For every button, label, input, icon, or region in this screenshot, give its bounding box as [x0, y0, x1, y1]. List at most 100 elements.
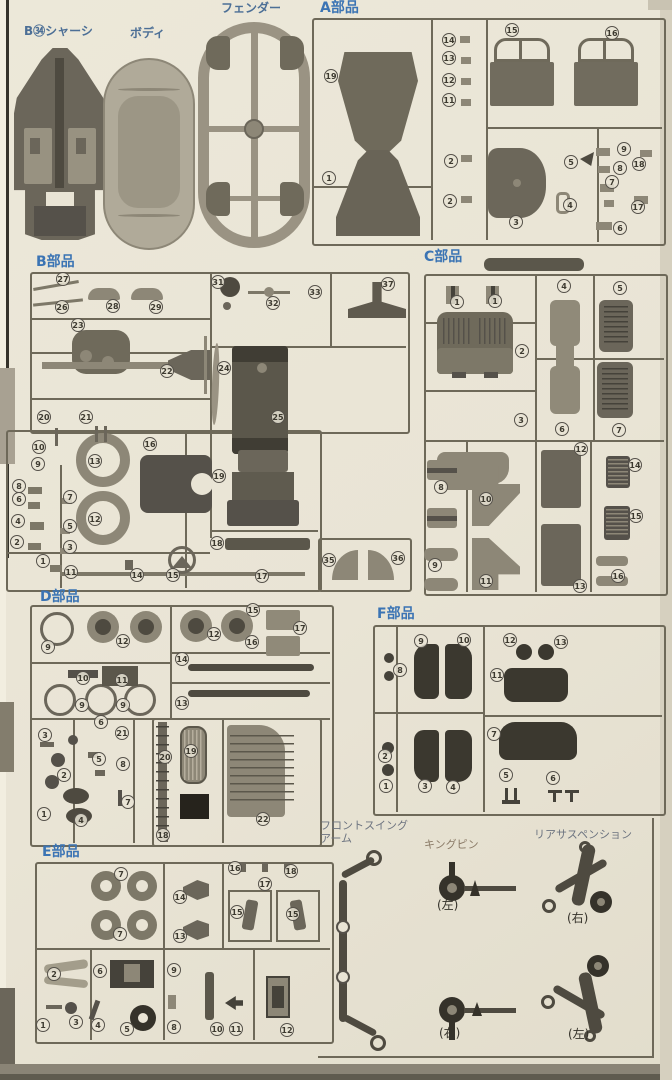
panel-b-part-shape — [28, 543, 41, 550]
panel-c-part-number-badge: 6 — [555, 422, 569, 436]
panel-d-part-number-badge: 9 — [41, 640, 55, 654]
panel-a-part-shape — [460, 36, 470, 43]
panel-b-part-number-badge: 6 — [12, 492, 26, 506]
panel-c-sprue-line — [590, 440, 592, 592]
panel-f-part-number-badge: 11 — [490, 668, 504, 682]
panel-d-part-ring — [124, 684, 156, 716]
panel-f-part-number-badge: 6 — [546, 771, 560, 785]
panel-a-part-shape — [598, 166, 610, 173]
panel-d-part-shape — [63, 788, 89, 804]
top-art-part-shape — [46, 192, 74, 208]
panel-c-part-number-badge: 5 — [613, 281, 627, 295]
panel-d-part-number-badge: 18 — [156, 828, 170, 842]
panel-f-part-shape — [499, 722, 577, 760]
panel-b-part-number-badge: 23 — [71, 318, 85, 332]
panel-b-part-number-badge: 19 — [212, 469, 226, 483]
panel-e-part-number-badge: 2 — [47, 967, 61, 981]
panel-b-part-number-badge: 1 — [36, 554, 50, 568]
panel-e-part-number-badge: 17 — [258, 877, 272, 891]
panel-f-part-shape — [504, 668, 568, 702]
panel-d-part-number-badge: 15 — [246, 603, 260, 617]
bottom-art-part-shape — [551, 984, 607, 1020]
panel-c-part-shape — [437, 348, 513, 374]
panel-e-sprue-line — [90, 948, 92, 1040]
panel-c-part-shape — [541, 450, 581, 508]
panel-b-part-shape — [131, 288, 163, 300]
panel-e-part-number-badge: 11 — [229, 1022, 243, 1036]
bottom-art-part-shape — [339, 880, 347, 1022]
panel-d-sprue-line — [172, 682, 330, 684]
panel-f-part-shape — [414, 644, 439, 699]
panel-a-part-shape — [461, 155, 472, 162]
panel-a-part-shape — [596, 222, 612, 230]
panel-b-part-circle — [191, 473, 213, 495]
panel-b-part-shape — [28, 487, 42, 494]
label-e-parts: E部品 — [42, 844, 80, 860]
panel-c-part-shape — [608, 459, 628, 485]
bottom-art-part-ring — [370, 1035, 386, 1051]
panel-d-part-shape — [95, 770, 105, 776]
panel-d-sprue-line — [222, 718, 224, 843]
top-art-part-shape — [30, 138, 40, 154]
panel-f-part-shape — [445, 644, 472, 699]
panel-b-frame — [6, 430, 322, 592]
panel-b-sprue-line — [210, 272, 212, 430]
panel-b-part-shape — [55, 428, 58, 446]
panel-b-part-number-badge: 36 — [391, 551, 405, 565]
panel-a-frame — [312, 18, 666, 246]
panel-e-part-number-badge: 7 — [114, 867, 128, 881]
panel-a-part-number-badge: 12 — [442, 73, 456, 87]
label-kingpin-right: (右) — [439, 1026, 461, 1040]
panel-e-part-polygon — [183, 920, 209, 940]
panel-f-part-shape — [502, 800, 520, 804]
panel-c-sprue-line — [535, 274, 537, 592]
panel-b-part-number-badge: 13 — [88, 454, 102, 468]
panel-a-part-number-badge: 14 — [442, 33, 456, 47]
panel-d-part-shape — [188, 690, 310, 697]
bottom-art-part-circle — [336, 920, 350, 934]
panel-a-part-number-badge: 1 — [322, 171, 336, 185]
top-art-part-shape — [55, 58, 64, 188]
panel-b-part-number-badge: 35 — [322, 553, 336, 567]
label-king-pin: キングピン — [424, 838, 479, 851]
panel-e-part-number-badge: 7 — [113, 927, 127, 941]
top-art-part-shape — [118, 96, 180, 208]
panel-d-part-number-badge: 14 — [175, 652, 189, 666]
top-art-part-shape — [34, 206, 86, 236]
top-art-part-shape — [206, 182, 230, 216]
panel-c-part-number-badge: 14 — [628, 458, 642, 472]
panel-b-part-shape — [95, 426, 98, 442]
panel-f-part-circle — [382, 764, 394, 776]
panel-d-part-circle — [188, 618, 204, 634]
panel-b-part-number-badge: 17 — [255, 569, 269, 583]
bottom-art-part-ring — [366, 850, 382, 866]
panel-c-part-shape — [596, 556, 628, 566]
panel-b-part-number-badge: 33 — [308, 285, 322, 299]
panel-b-sprue-line — [6, 552, 210, 554]
panel-d-part-number-badge: 1 — [37, 807, 51, 821]
bottom-art-sprue-line — [318, 1056, 654, 1058]
panel-e-part-number-badge: 5 — [120, 1022, 134, 1036]
panel-d-part-number-badge: 6 — [94, 715, 108, 729]
panel-a-part-number-badge: 4 — [563, 198, 577, 212]
panel-a-part-shape — [600, 184, 614, 192]
bottom-art-sprue-line — [652, 818, 654, 1058]
panel-d-part-number-badge: 5 — [92, 752, 106, 766]
panel-e-frame — [35, 862, 334, 1044]
top-art-part-shape — [24, 128, 52, 184]
panel-a-part-shape — [603, 40, 606, 62]
panel-a-part-shape — [461, 57, 471, 64]
panel-d-part-circle — [51, 753, 65, 767]
panel-a-part-shape — [596, 148, 610, 156]
page-edges-part-shape — [0, 368, 15, 464]
panel-e-part-number-badge: 13 — [173, 929, 187, 943]
top-art-part-shape — [76, 138, 86, 154]
panel-e-part-number-badge: 3 — [69, 1015, 83, 1029]
label-a-parts: A部品 — [320, 0, 359, 16]
panel-c-part-shape — [452, 372, 466, 378]
panel-d-part-number-badge: 4 — [74, 813, 88, 827]
panel-e-part-number-badge: 1 — [36, 1018, 50, 1032]
panel-e-part-number-badge: 12 — [280, 1023, 294, 1037]
panel-b-part-number-badge: 22 — [160, 364, 174, 378]
